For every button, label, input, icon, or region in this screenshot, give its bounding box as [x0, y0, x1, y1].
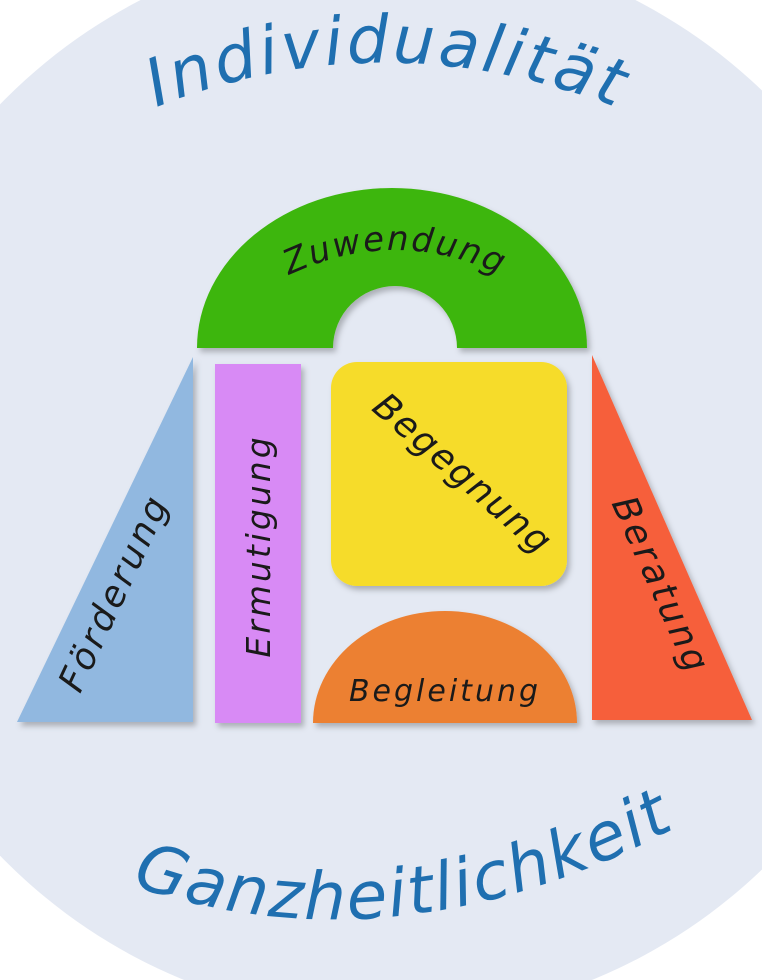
right-triangle-block: [592, 355, 752, 720]
square-block: [331, 362, 567, 586]
half-circle-label: Begleitung: [349, 674, 541, 709]
pillar-block: [215, 364, 301, 723]
left-triangle-block: [17, 357, 193, 722]
half-circle-block: [313, 611, 577, 723]
arch-block: [197, 188, 587, 348]
pillar-label: Ermutigung: [239, 434, 278, 657]
